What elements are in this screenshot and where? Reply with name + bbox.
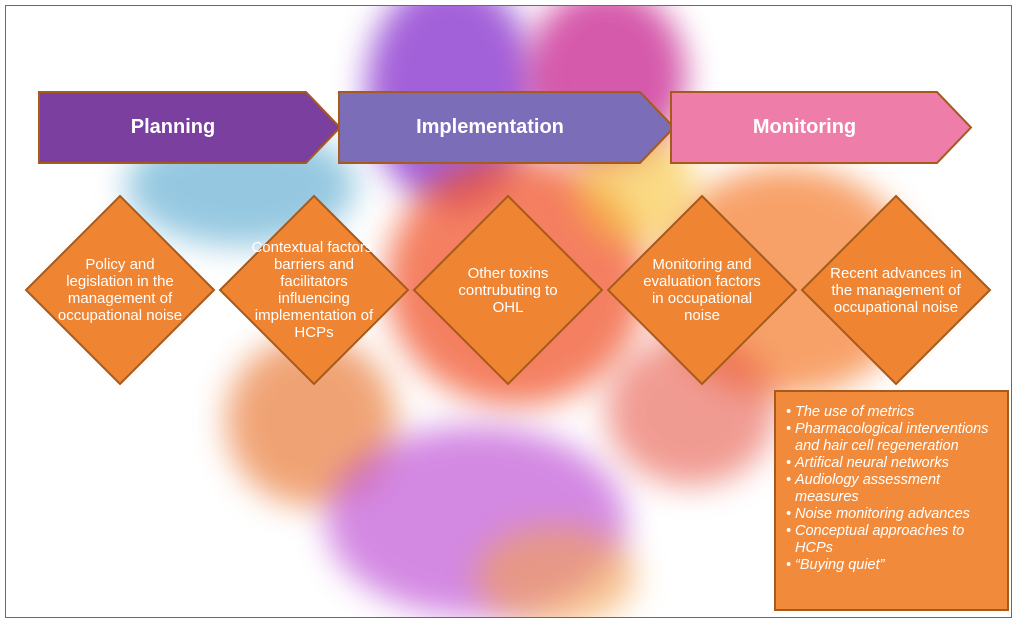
advance-item: The use of metrics — [786, 404, 1001, 421]
arrow-shape-icon — [38, 91, 342, 164]
topic-text: Monitoring and evaluation factors in occ… — [643, 256, 761, 324]
topic-policy-legislation: Policy and legislation in the management… — [24, 194, 216, 386]
arrow-shape-icon — [670, 91, 973, 164]
advance-item: Audiology assessment measures — [786, 472, 1001, 506]
advances-list: The use of metrics Pharmacological inter… — [786, 404, 1001, 574]
topic-text: Policy and legislation in the management… — [57, 256, 183, 324]
advance-item: Noise monitoring advances — [786, 506, 1001, 523]
recent-advances-list-box: The use of metrics Pharmacological inter… — [774, 390, 1009, 611]
diagram-frame: Planning Implementation Monitoring Polic… — [5, 5, 1012, 618]
topic-other-toxins: Other toxins contrubuting to OHL — [412, 194, 604, 386]
advance-item: Conceptual approaches to HCPs — [786, 523, 1001, 557]
diamond-shape-icon — [606, 194, 798, 386]
diamond-shape-icon — [218, 194, 410, 386]
phase-arrow-planning: Planning — [38, 91, 342, 164]
diamond-shape-icon — [800, 194, 992, 386]
phase-label-implementation: Implementation — [416, 116, 564, 138]
diamond-shape-icon — [412, 194, 604, 386]
phase-label-planning: Planning — [130, 116, 216, 138]
diamond-shape-icon — [24, 194, 216, 386]
advance-item: “Buying quiet” — [786, 557, 1001, 574]
topic-text: Other toxins contrubuting to OHL — [458, 264, 558, 316]
advance-item: Artifical neural networks — [786, 455, 1001, 472]
phase-arrow-monitoring: Monitoring — [670, 91, 973, 164]
topic-monitoring-evaluation: Monitoring and evaluation factors in occ… — [606, 194, 798, 386]
topic-text: Contextual factors, barriers and facilit… — [251, 239, 377, 341]
phase-arrow-implementation: Implementation — [338, 91, 676, 164]
topic-recent-advances: Recent advances in the management of occ… — [800, 194, 992, 386]
topic-text: Recent advances in the management of occ… — [830, 264, 962, 316]
arrow-shape-icon — [338, 91, 676, 164]
advance-item: Pharmacological interventions and hair c… — [786, 421, 1001, 455]
topic-contextual-factors: Contextual factors, barriers and facilit… — [218, 194, 410, 386]
phase-label-monitoring: Monitoring — [752, 116, 857, 138]
